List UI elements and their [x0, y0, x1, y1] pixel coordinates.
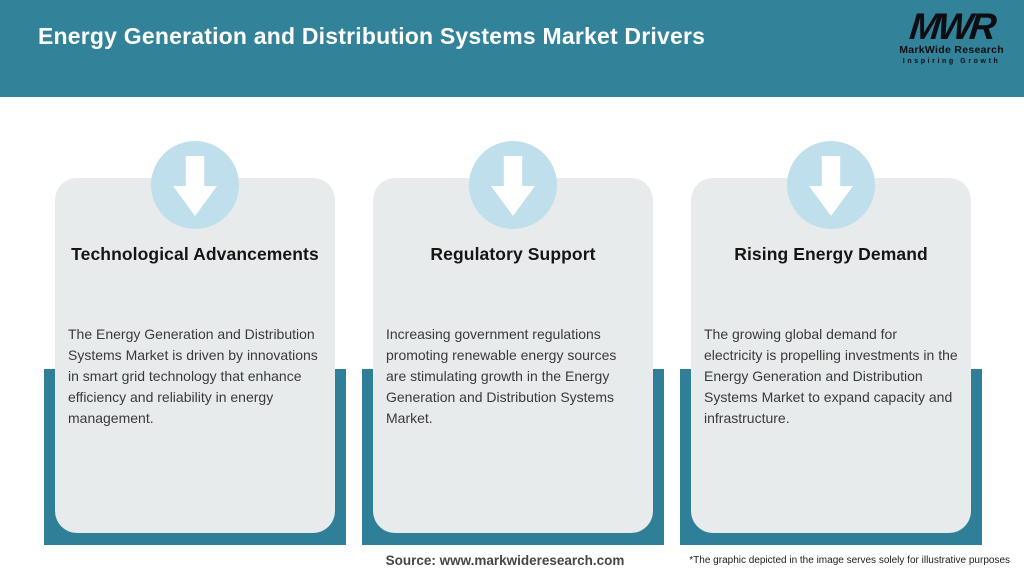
header-bar: Energy Generation and Distribution Syste… [0, 0, 1024, 97]
logo-tagline: Inspiring Growth [902, 58, 1001, 65]
card-body: Increasing government regulations promot… [386, 326, 617, 426]
card-body: The Energy Generation and Distribution S… [68, 326, 318, 426]
card-panel: Rising Energy Demand The growing global … [691, 178, 971, 533]
source-text: Source: www.markwideresearch.com [385, 553, 625, 568]
card-panel: Technological Advancements The Energy Ge… [55, 178, 335, 533]
driver-card-technological-advancements: Technological Advancements The Energy Ge… [44, 0, 346, 576]
card-body: The growing global demand for electricit… [704, 326, 958, 426]
markwide-research-logo: MWR MarkWide Research Inspiring Growth [899, 6, 1004, 65]
driver-card-rising-energy-demand: Rising Energy Demand The growing global … [680, 0, 982, 576]
card-title: Regulatory Support [430, 244, 596, 264]
icon-circle [787, 141, 875, 229]
card-title: Technological Advancements [71, 244, 319, 264]
icon-circle [469, 141, 557, 229]
logo-company-name: MarkWide Research [899, 44, 1004, 56]
card-title: Rising Energy Demand [734, 244, 928, 264]
down-arrow-icon [173, 156, 217, 216]
page-title: Energy Generation and Distribution Syste… [38, 23, 706, 49]
card-panel: Regulatory Support Increasing government… [373, 178, 653, 533]
icon-circle [151, 141, 239, 229]
down-arrow-icon [809, 156, 853, 216]
down-arrow-icon [491, 156, 535, 216]
driver-card-regulatory-support: Regulatory Support Increasing government… [362, 0, 664, 576]
disclaimer-text: *The graphic depicted in the image serve… [689, 555, 1010, 566]
